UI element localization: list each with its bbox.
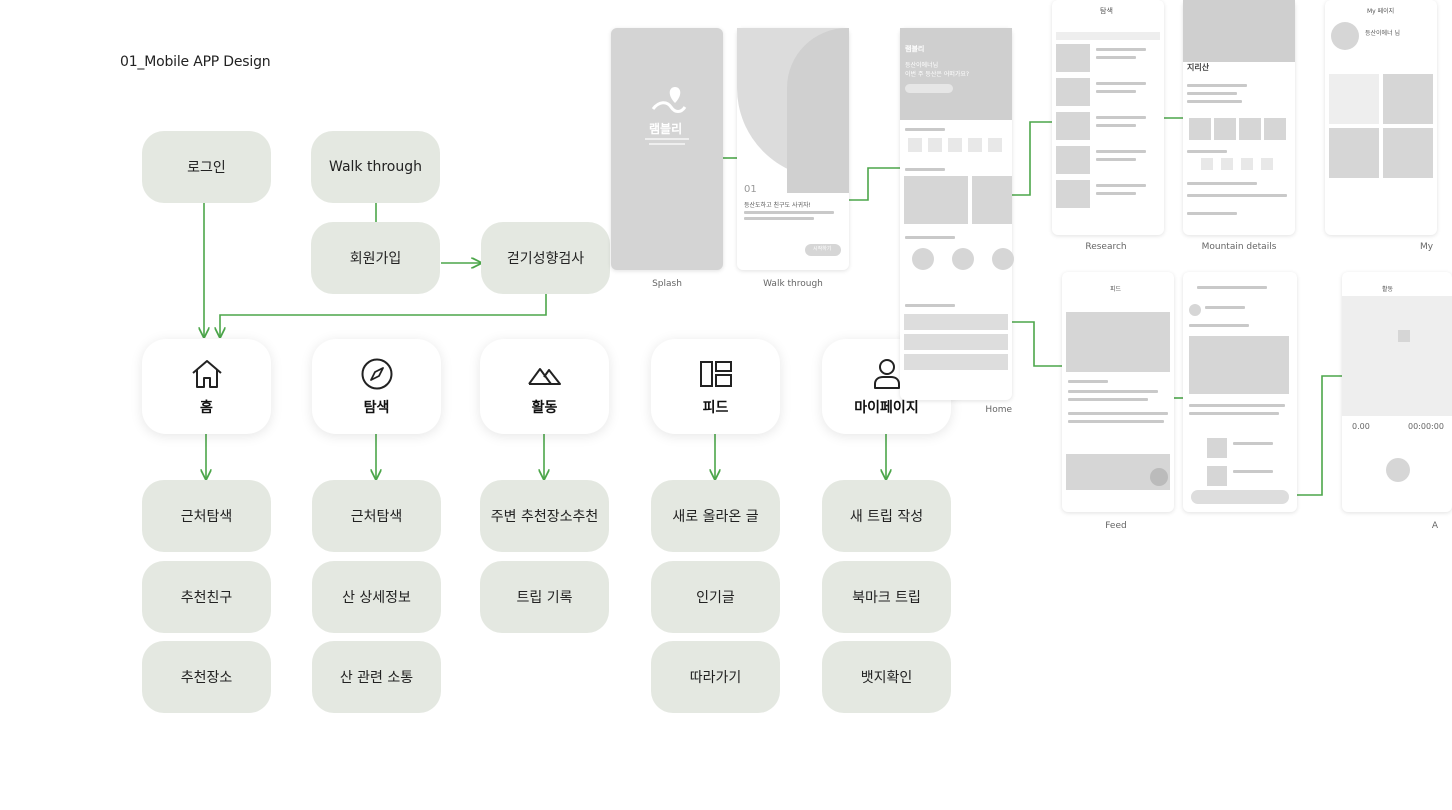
wireframe-research: 탐색 [1052, 0, 1164, 235]
node-walkthrough: Walk through [311, 131, 440, 203]
home-logo: 램블리 [905, 45, 925, 53]
caption-splash: Splash [652, 279, 682, 289]
compass-icon [360, 357, 394, 391]
activity-distance: 0.00 [1352, 422, 1370, 431]
connector-test-home [220, 294, 547, 337]
feed-layout-icon [699, 357, 733, 391]
wireframe-feed-detail [1183, 272, 1297, 512]
splash-brand: 램블리 [649, 122, 683, 136]
activity-time: 00:00:00 [1408, 422, 1444, 431]
caption-mountain: Mountain details [1201, 242, 1277, 252]
activity-header: 활동 [1382, 286, 1394, 293]
tab-home: 홈 [142, 339, 271, 434]
activity-item: 트립 기록 [480, 561, 609, 633]
caption-activity: A [1431, 521, 1439, 531]
wireframe-home: 램블리 등산이에너님 이번 주 등산은 어떠가요? [900, 28, 1014, 400]
splash-logo-icon [651, 87, 687, 113]
mypage-item: 북마크 트립 [822, 561, 951, 633]
node-login: 로그인 [142, 131, 271, 203]
wireframe-walkthrough: 01 등산도하고 친구도 사귀자! 시작하기 [737, 28, 849, 270]
tab-home-label: 홈 [200, 399, 213, 416]
tab-activity-label: 활동 [531, 399, 558, 416]
tab-feed: 피드 [651, 339, 780, 434]
mountain-name: 지리산 [1187, 63, 1210, 72]
caption-walkthrough: Walk through [763, 279, 823, 289]
mypage-item: 새 트립 작성 [822, 480, 951, 552]
wireframe-activity: 활동 0.00 00:00:00 [1342, 272, 1452, 512]
explore-item: 산 관련 소통 [312, 641, 441, 713]
explore-item: 산 상세정보 [312, 561, 441, 633]
node-walk-test: 걷기성향검사 [481, 222, 610, 294]
wireframe-mountain: 지리산 [1183, 0, 1295, 235]
node-signup: 회원가입 [311, 222, 440, 294]
home-greeting: 등산이에너님 [905, 62, 939, 69]
caption-feed: Feed [1105, 521, 1127, 531]
walk-text: 등산도하고 친구도 사귀자! [744, 202, 811, 209]
walk-start-button: 시작하기 [813, 246, 832, 252]
research-header: 탐색 [1100, 7, 1113, 15]
walk-step: 01 [744, 184, 757, 195]
tab-feed-label: 피드 [702, 399, 729, 416]
page-title: 01_Mobile APP Design [120, 54, 271, 70]
home-question: 이번 주 등산은 어떠가요? [905, 71, 970, 78]
explore-item: 근처탐색 [312, 480, 441, 552]
wireframe-feed: 피드 [1062, 272, 1174, 512]
my-name: 등산이에너 님 [1365, 30, 1401, 37]
home-icon [190, 357, 224, 391]
mypage-item: 뱃지확인 [822, 641, 951, 713]
tab-mypage-label: 마이페이지 [854, 399, 919, 416]
wireframe-splash: 램블리 [611, 28, 723, 270]
activity-item: 주변 추천장소추천 [480, 480, 609, 552]
home-item: 추천장소 [142, 641, 271, 713]
caption-home: Home [985, 405, 1012, 415]
feed-header: 피드 [1110, 286, 1122, 293]
my-header: My 페이지 [1367, 8, 1395, 15]
caption-my: My [1420, 242, 1434, 252]
tab-activity: 활동 [480, 339, 609, 434]
tab-explore: 탐색 [312, 339, 441, 434]
feed-item: 인기글 [651, 561, 780, 633]
home-item: 추천친구 [142, 561, 271, 633]
feed-item: 따라가기 [651, 641, 780, 713]
home-item: 근처탐색 [142, 480, 271, 552]
mountain-icon [527, 357, 562, 391]
caption-research: Research [1085, 242, 1127, 252]
feed-item: 새로 올라온 글 [651, 480, 780, 552]
person-icon [870, 357, 904, 391]
wireframe-mypage: My 페이지 등산이에너 님 [1325, 0, 1437, 235]
tab-explore-label: 탐색 [363, 399, 390, 416]
